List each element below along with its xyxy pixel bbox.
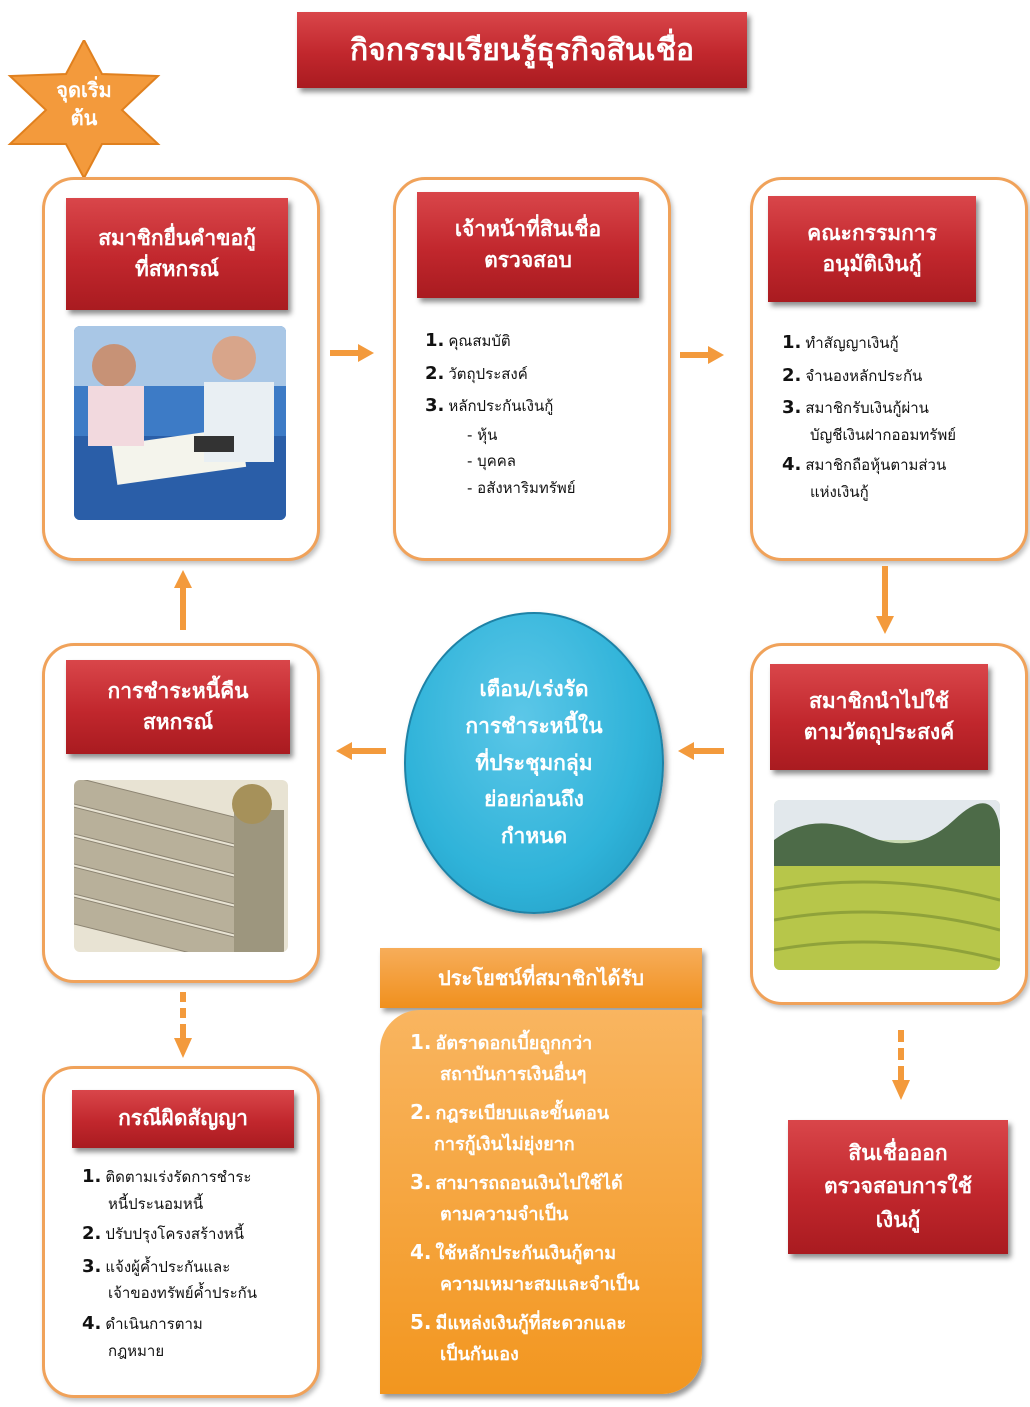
step5-photo <box>74 780 288 952</box>
center-line: กำหนด <box>500 824 568 849</box>
step1-label: สมาชิกยื่นคำขอกู้ ที่สหกรณ์ <box>66 198 288 310</box>
list-item: 4.ใช้หลักประกันเงินกู้ตาม ความเหมาะสมและ… <box>410 1240 640 1295</box>
list-item: 2.กฎระเบียบและขั้นตอน การกู้เงินไม่ยุ่งย… <box>410 1100 610 1155</box>
center-line: การชำระหนี้ใน <box>465 713 603 738</box>
list-item: 3.สามารถถอนเงินไปใช้ได้ ตามความจำเป็น <box>410 1170 623 1225</box>
credit-out-line: สินเชื่อออก <box>848 1140 948 1165</box>
list-item: 2.วัตถุประสงค์ <box>425 362 528 384</box>
center-line: เตือน/เร่งรัด <box>479 677 589 702</box>
step1-line1: สมาชิกยื่นคำขอกู้ <box>98 225 256 250</box>
arrow-down-dashed-1 <box>174 992 192 1058</box>
default-case-label: กรณีผิดสัญญา <box>72 1090 294 1148</box>
arrow-left-1 <box>678 742 724 760</box>
step3-line1: คณะกรรมการ <box>807 220 937 245</box>
list-item: 4.ดำเนินการตาม กฎหมาย <box>82 1313 203 1360</box>
list-item: 1.ทำสัญญาเงินกู้ <box>782 332 899 353</box>
list-item: 1.อัตราดอกเบี้ยถูกกว่า สถาบันการเงินอื่น… <box>410 1030 593 1085</box>
page-title-text: กิจกรรมเรียนรู้ธุรกิจสินเชื่อ <box>349 32 695 68</box>
benefits-label-text: ประโยชน์ที่สมาชิกได้รับ <box>438 966 644 990</box>
benefits-label: ประโยชน์ที่สมาชิกได้รับ <box>380 948 702 1008</box>
step2-list: 1.คุณสมบัติ 2.วัตถุประสงค์ 3.หลักประกันเ… <box>425 330 655 508</box>
list-item: 4.สมาชิกถือหุ้นตามส่วน แห่งเงินกู้ <box>782 454 947 501</box>
page-title: กิจกรรมเรียนรู้ธุรกิจสินเชื่อ <box>297 12 747 88</box>
benefits-list: 1.อัตราดอกเบี้ยถูกกว่า สถาบันการเงินอื่น… <box>410 1030 696 1366</box>
list-item: 1.คุณสมบัติ <box>425 330 511 351</box>
step3-line2: อนุมัติเงินกู้ <box>822 252 922 276</box>
arrow-left-2 <box>336 742 386 760</box>
sub-item: - หุ้น <box>467 425 498 444</box>
list-item: 3.หลักประกันเงินกู้ - หุ้น - บุคคล - อสั… <box>425 395 655 498</box>
list-item: 3.สมาชิกรับเงินกู้ผ่าน บัญชีเงินฝากออมทร… <box>782 397 957 444</box>
step5-label: การชำระหนี้คืน สหกรณ์ <box>66 660 290 754</box>
default-case-text: กรณีผิดสัญญา <box>118 1106 248 1131</box>
step4-line1: สมาชิกนำไปใช้ <box>809 688 949 713</box>
arrow-right-2 <box>680 346 724 364</box>
default-case-list: 1.ติดตามเร่งรัดการชำระ หนี้ประนอมหนี้ 2.… <box>82 1166 308 1370</box>
step4-line2: ตามวัตถุประสงค์ <box>803 720 955 744</box>
step4-photo <box>774 800 1000 970</box>
step3-list: 1.ทำสัญญาเงินกู้ 2.จำนองหลักประกัน 3.สมา… <box>782 332 1014 512</box>
arrow-up-1 <box>174 570 192 630</box>
list-item: 2.ปรับปรุงโครงสร้างหนี้ <box>82 1223 244 1245</box>
sub-item: - บุคคล <box>467 452 516 471</box>
step4-label: สมาชิกนำไปใช้ ตามวัตถุประสงค์ <box>770 664 988 770</box>
list-item: 2.จำนองหลักประกัน <box>782 364 923 386</box>
start-badge: จุดเริ่มต้น <box>6 37 162 181</box>
step2-line1: เจ้าหน้าที่สินเชื่อ <box>454 216 602 241</box>
arrow-right-1 <box>330 344 374 362</box>
benefits-box <box>380 1010 702 1394</box>
credit-out-line: ตรวจสอบการใช้ <box>823 1174 973 1199</box>
list-item: 3.แจ้งผู้ค้ำประกันและ เจ้าของทรัพย์ค้ำปร… <box>82 1255 257 1303</box>
step1-photo <box>74 326 286 520</box>
step2-label: เจ้าหน้าที่สินเชื่อ ตรวจสอบ <box>417 192 639 298</box>
step1-line2: ที่สหกรณ์ <box>135 257 219 281</box>
credit-out-label: สินเชื่อออก ตรวจสอบการใช้ เงินกู้ <box>788 1120 1008 1254</box>
list-item: 1.ติดตามเร่งรัดการชำระ หนี้ประนอมหนี้ <box>82 1166 252 1213</box>
center-line: ที่ประชุมกลุ่ม <box>475 750 593 775</box>
center-line: ย่อยก่อนถึง <box>484 787 584 812</box>
step3-label: คณะกรรมการ อนุมัติเงินกู้ <box>768 196 976 302</box>
step2-line2: ตรวจสอบ <box>484 248 572 272</box>
start-badge-label: จุดเริ่มต้น <box>56 78 112 130</box>
list-item: 5.มีแหล่งเงินกู้ที่สะดวกและ เป็นกันเอง <box>410 1310 627 1365</box>
arrow-down-dashed-2 <box>892 1030 910 1100</box>
step5-line2: สหกรณ์ <box>142 710 214 734</box>
center-ellipse: เตือน/เร่งรัด การชำระหนี้ใน ที่ประชุมกลุ… <box>404 612 664 914</box>
sub-item: - อสังหาริมทรัพย์ <box>467 479 576 497</box>
credit-out-line: เงินกู้ <box>875 1207 921 1232</box>
step5-line1: การชำระหนี้คืน <box>107 678 249 703</box>
arrow-down-1 <box>876 566 894 634</box>
